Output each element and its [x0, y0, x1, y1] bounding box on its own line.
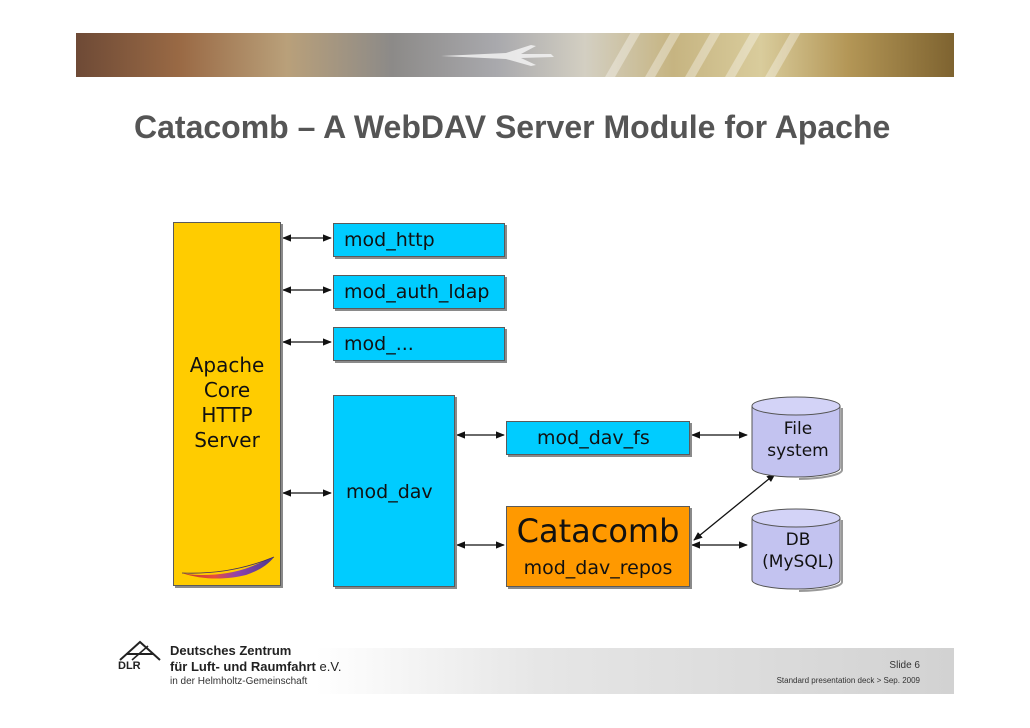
apache-core-box: Apache Core HTTP Server [173, 222, 281, 586]
db-mysql-label: DB (MySQL) [762, 530, 834, 572]
airplane-icon [441, 45, 554, 66]
mod-other-label: mod_... [344, 333, 414, 355]
mod-dav-fs-label: mod_dav_fs [537, 427, 650, 449]
mod-auth-ldap-box: mod_auth_ldap [333, 275, 505, 309]
slide-title: Catacomb – A WebDAV Server Module for Ap… [134, 109, 891, 145]
mod-dav-label: mod_dav [346, 481, 433, 503]
org-name-line3: in der Helmholtz-Gemeinschaft [170, 676, 308, 687]
org-name-suffix: e.V. [319, 659, 342, 674]
catacomb-subtitle: mod_dav_repos [523, 557, 673, 579]
database-cylinder-icon [751, 508, 844, 592]
org-name-line2: für Luft- und Raumfahrt e.V. [170, 659, 341, 674]
apache-core-label: Apache Core HTTP Server [189, 353, 265, 452]
footer-band [316, 648, 954, 694]
slide-number: Slide 6 [889, 660, 920, 671]
arrow-catacomb-filesystem [693, 473, 776, 541]
database-cylinder-icon [751, 396, 844, 480]
catacomb-title: Catacomb [516, 512, 680, 550]
mod-http-box: mod_http [333, 223, 505, 257]
org-name-line1: Deutsches Zentrum [170, 643, 292, 658]
file-system-label: File system [767, 419, 829, 461]
mod-dav-fs-box: mod_dav_fs [506, 421, 690, 455]
db-mysql-storage: DB (MySQL) [749, 508, 847, 592]
mod-http-label: mod_http [344, 229, 435, 251]
deck-info: Standard presentation deck > Sep. 2009 [776, 676, 920, 685]
file-system-storage: File system [749, 396, 847, 480]
org-name-line2-text: für Luft- und Raumfahrt [170, 659, 316, 674]
header-banner-image [76, 33, 954, 77]
dlr-abbreviation: DLR [118, 660, 141, 672]
apache-feather-icon [181, 556, 275, 579]
catacomb-box: Catacomb mod_dav_repos [506, 506, 690, 587]
mod-dav-box: mod_dav [333, 395, 455, 587]
mod-auth-ldap-label: mod_auth_ldap [344, 281, 490, 303]
mod-other-box: mod_... [333, 327, 505, 361]
dlr-logo-icon [119, 640, 161, 661]
